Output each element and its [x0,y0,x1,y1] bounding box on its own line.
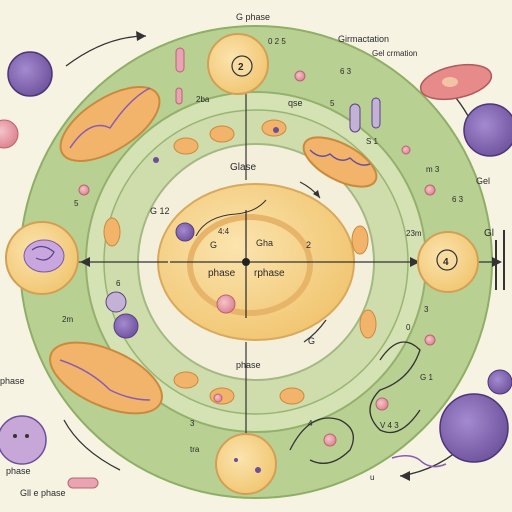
label-top-title: Girmactation [338,34,389,44]
cell-top [207,33,269,95]
rod-organelles [175,47,381,133]
label-glase: Glase [230,162,257,173]
label-phase-left-edge: phase [0,376,25,386]
label-63b: 6 3 [452,195,464,204]
label-g-b: G [308,336,315,346]
label-tra: tra [190,445,200,454]
label-2m: 2m [62,315,73,324]
worm-bottom-right [391,455,447,468]
label-3: 3 [424,305,429,314]
label-top-subtitle: Gel crmation [372,49,417,58]
label-phase-bottom-left: phase [6,466,31,476]
label-2ba: 2ba [196,95,210,104]
corner-purple-bottom-right [439,393,509,463]
corner-purple-bottom-left [0,415,47,465]
mitochondrion-bottom-left [49,341,163,415]
label-g-a: G [210,240,217,250]
label-u: u [370,473,374,482]
label-5: 5 [330,99,335,108]
middle-ring-organelles [103,119,377,405]
label-top-phase: G phase [236,12,270,22]
label-2: 2 [306,240,311,250]
cell-left [5,221,79,295]
label-gl-right: Gl [484,228,494,239]
strand-bottom [289,417,354,464]
label-44: 4:4 [218,227,230,236]
label-4: 4 [308,419,313,428]
label-gll-phase: Gll e phase [20,488,66,498]
strand-bottom-right [369,341,421,434]
corner-small-purple-right [487,369,512,395]
label-cell-right-num: 4 [443,257,449,268]
label-025: 0 2 5 [268,37,286,46]
label-23m: 23m [406,229,422,238]
corner-pink-left [0,119,19,149]
cell-right [417,231,479,293]
label-gha: Gha [256,238,273,248]
label-g12: G 12 [150,206,170,216]
label-63: 6 3 [340,67,352,76]
label-g1: G 1 [420,373,433,382]
spiky-particles [78,70,436,447]
small-capsule-bottom-left [67,477,99,489]
corner-purple-top-left [7,51,53,97]
mitochondrion-top-left [59,86,161,162]
label-m3: m 3 [426,165,440,174]
label-s1: S 1 [366,137,379,146]
center-squiggle [195,199,267,237]
mitochondrion-right [302,136,378,188]
corner-purple-right [463,103,512,157]
label-phase-center: phase [236,360,261,370]
label-5-left: 5 [74,199,79,208]
label-phase-left: phase [208,268,236,279]
label-cell-top-num: 2 [238,62,244,73]
pink-vesicle [216,294,236,314]
label-0: 0 [406,323,411,332]
label-6: 6 [116,279,121,288]
cell-bottom [215,433,277,495]
central-cell-membrane [187,214,313,316]
label-3b: 3 [190,419,195,428]
inner-arrow-bottom [303,319,327,343]
label-gel-right: Gel [476,176,490,186]
arrow-bottom-left [63,419,121,471]
center-purple-particle [175,222,195,242]
corner-blob-top-right [419,63,493,101]
center-dot [242,258,250,266]
label-phase-right: rphase [254,268,285,279]
label-v43: V 4 3 [380,421,399,430]
label-qse: qse [288,98,303,108]
